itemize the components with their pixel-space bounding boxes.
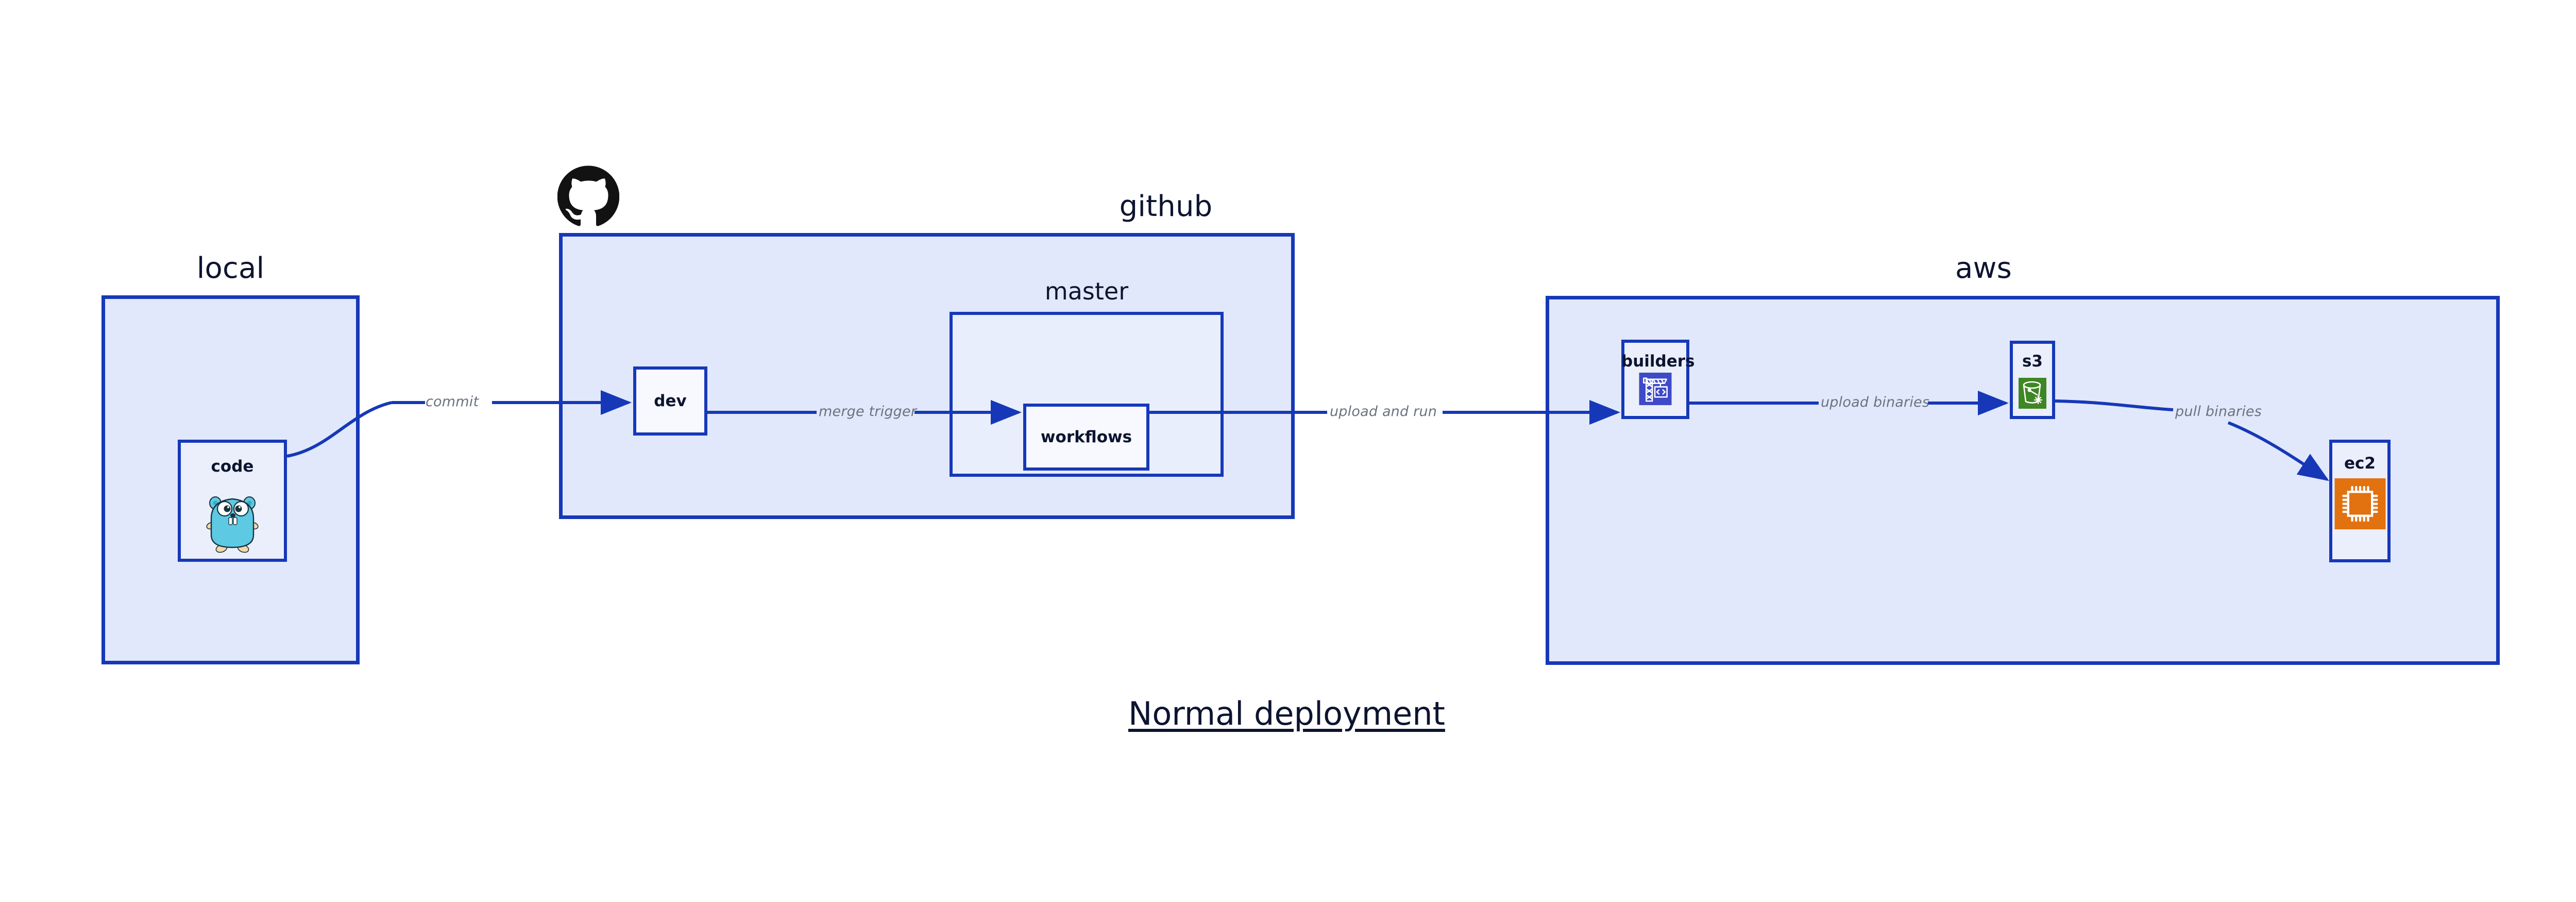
edge-label-pull-binaries: pull binaries bbox=[2175, 404, 2262, 420]
edge-label-upload-binaries: upload binaries bbox=[1821, 394, 1930, 410]
github-octocat-icon bbox=[557, 165, 620, 227]
zone-label-github: github bbox=[1119, 190, 1213, 223]
aws-s3-bucket-icon bbox=[2019, 378, 2046, 409]
aws-builders-crane-icon bbox=[1639, 373, 1672, 405]
node-dev[interactable]: dev bbox=[633, 366, 707, 436]
node-workflows[interactable]: workflows bbox=[1023, 404, 1149, 471]
node-label-workflows: workflows bbox=[1040, 428, 1132, 446]
node-label-code: code bbox=[211, 457, 254, 476]
node-label-dev: dev bbox=[654, 392, 687, 410]
node-label-builders: builders bbox=[1621, 352, 1695, 371]
subzone-label-master: master bbox=[1044, 277, 1129, 305]
zone-label-local: local bbox=[196, 252, 265, 285]
zone-label-aws: aws bbox=[1955, 252, 2012, 285]
edge-label-commit: commit bbox=[426, 394, 479, 410]
go-gopher-icon bbox=[204, 492, 261, 553]
diagram-caption: Normal deployment bbox=[1128, 695, 1445, 732]
node-label-s3: s3 bbox=[2022, 352, 2043, 371]
edge-label-upload-and-run: upload and run bbox=[1330, 404, 1437, 420]
edge-label-merge-trigger: merge trigger bbox=[819, 404, 917, 420]
aws-ec2-chip-icon bbox=[2334, 478, 2386, 529]
node-code[interactable]: code bbox=[178, 440, 287, 562]
node-label-ec2: ec2 bbox=[2344, 454, 2376, 473]
